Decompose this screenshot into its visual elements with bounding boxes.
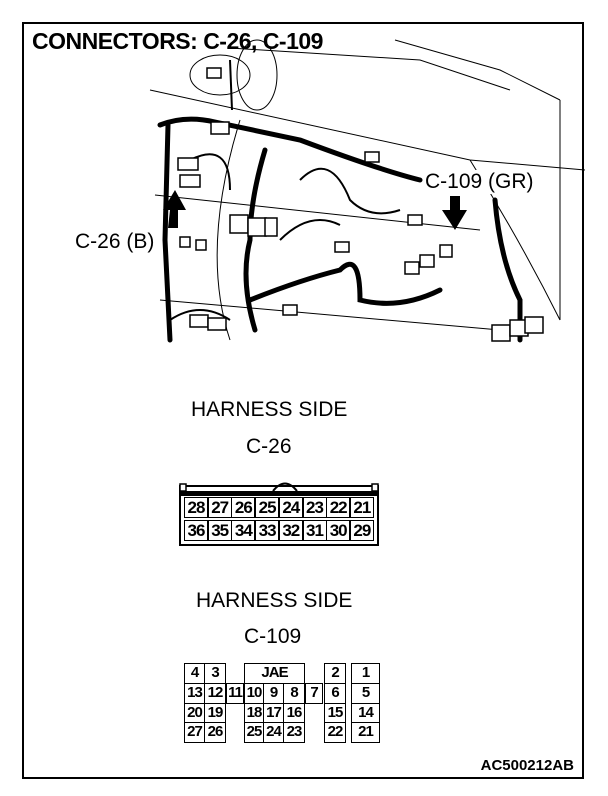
callout-c26: C-26 (B) [75, 230, 155, 253]
c26-name: C-26 [246, 435, 292, 458]
c109-pin-23: 23 [283, 722, 305, 743]
c109-pin-27: 27 [184, 722, 205, 743]
c26-pin-29: 29 [349, 520, 374, 541]
c26-pin-35: 35 [207, 520, 232, 541]
c109-pin-15: 15 [324, 703, 346, 724]
figure-title: CONNECTORS: C-26, C-109 [32, 28, 323, 54]
c109-name: C-109 [244, 625, 302, 648]
c109-pin-9: 9 [263, 683, 284, 704]
c26-pin-33: 33 [255, 520, 280, 541]
c109-pin-6: 6 [324, 683, 346, 704]
c109-pin-4: 4 [184, 663, 205, 684]
c109-pin-12: 12 [204, 683, 226, 704]
c109-pin-22: 22 [324, 722, 346, 743]
figure-code: AC500212AB [480, 757, 574, 774]
c26-pin-30: 30 [326, 520, 351, 541]
c109-pin-26: 26 [204, 722, 226, 743]
c26-heading: HARNESS SIDE [191, 398, 348, 421]
c26-pin-31: 31 [302, 520, 327, 541]
c26-pin-32: 32 [278, 520, 303, 541]
c109-pin-1: 1 [351, 663, 380, 684]
c109-pin-21: 21 [351, 722, 380, 743]
c109-pin-17: 17 [263, 703, 284, 724]
c109-pin-25: 25 [244, 722, 264, 743]
c109-pin-2: 2 [324, 663, 346, 684]
arrow-c26-icon [163, 190, 186, 228]
c109-pin-11: 11 [226, 683, 244, 704]
c26-pin-21: 21 [349, 497, 374, 518]
c109-pin-24: 24 [263, 722, 284, 743]
c109-pin-19: 19 [204, 703, 226, 724]
callout-c109: C-109 (GR) [425, 170, 534, 194]
c26-pin-22: 22 [326, 497, 351, 518]
c109-pin-16: 16 [283, 703, 305, 724]
c109-pin-10: 10 [244, 683, 264, 704]
c109-heading: HARNESS SIDE [196, 589, 353, 612]
c26-pin-34: 34 [231, 520, 256, 541]
c26-pin-36: 36 [184, 520, 208, 541]
c26-pin-27: 27 [207, 497, 232, 518]
c109-pin-13: 13 [184, 683, 205, 704]
arrow-c109-icon [442, 196, 467, 230]
c109-pin-18: 18 [244, 703, 264, 724]
c109-pin-5: 5 [351, 683, 380, 704]
c109-pin-7: 7 [305, 683, 323, 704]
c26-pin-24: 24 [278, 497, 303, 518]
c109-brand-label: JAE [244, 663, 305, 684]
c109-pin-3: 3 [204, 663, 226, 684]
figure-frame [22, 22, 584, 779]
c109-pin-14: 14 [351, 703, 380, 724]
c26-pin-26: 26 [231, 497, 256, 518]
c26-pin-28: 28 [184, 497, 208, 518]
c26-pin-25: 25 [255, 497, 280, 518]
harness-illustration [149, 39, 586, 343]
c109-pin-8: 8 [283, 683, 305, 704]
c26-pin-23: 23 [302, 497, 327, 518]
c109-pin-20: 20 [184, 703, 205, 724]
